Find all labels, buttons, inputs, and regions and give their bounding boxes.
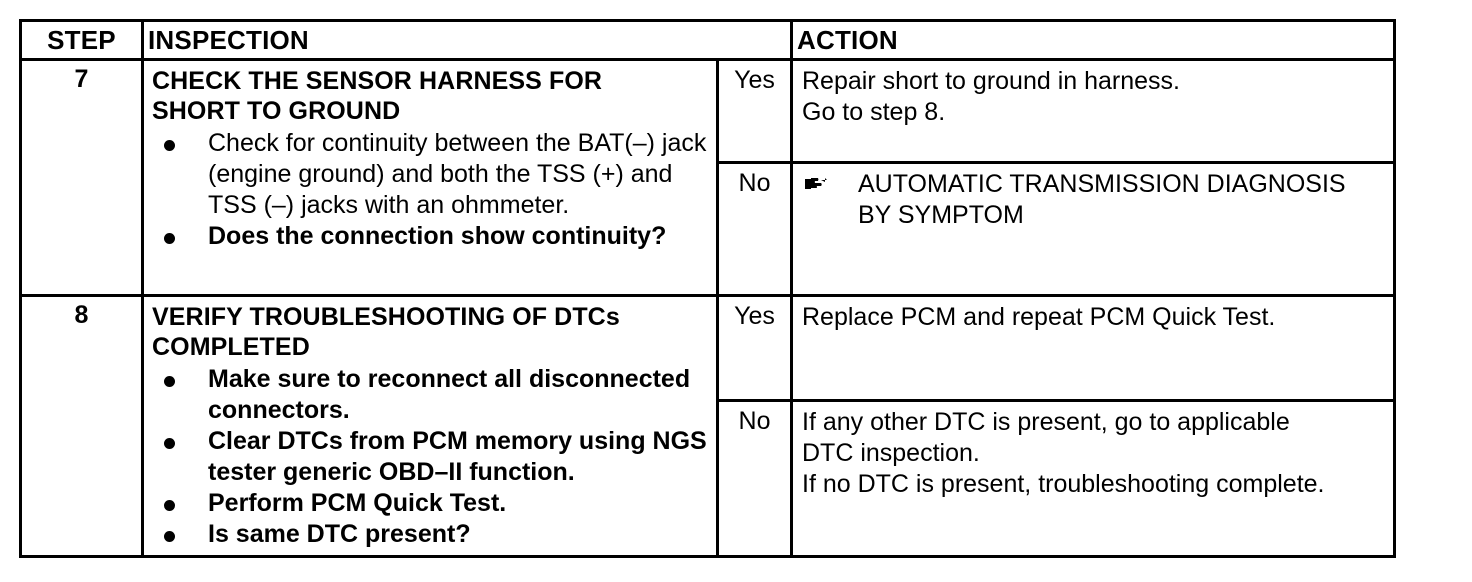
inspection-bullet-list: Make sure to reconnect all disconnected …	[152, 364, 710, 550]
column-divider-action	[790, 297, 793, 555]
branch-yes: Yes Repair short to ground in harness. G…	[719, 61, 1393, 161]
bullet-text: Make sure to reconnect all disconnected …	[208, 365, 691, 424]
step-number-cell: 8	[22, 297, 141, 555]
list-item: Check for continuity between the BAT(–) …	[152, 128, 710, 221]
action-cell: Replace PCM and repeat PCM Quick Test.	[793, 297, 1393, 399]
column-divider-step	[141, 61, 144, 294]
bullet-icon	[164, 438, 175, 449]
pointing-hand-icon	[804, 174, 830, 194]
action-text: If any other DTC is present, go to appli…	[802, 408, 1325, 498]
troubleshooting-table: STEP INSPECTION ACTION 7 CHECK THE SENSO…	[19, 19, 1396, 558]
bullet-icon	[164, 500, 175, 511]
inspection-cell: CHECK THE SENSOR HARNESS FOR SHORT TO GR…	[144, 61, 716, 294]
column-divider-yesno	[716, 61, 719, 294]
branch-yes: Yes Replace PCM and repeat PCM Quick Tes…	[719, 297, 1393, 399]
list-item: Does the connection show continuity?	[152, 221, 710, 252]
action-text: Repair short to ground in harness. Go to…	[802, 67, 1180, 126]
table-row: 7 CHECK THE SENSOR HARNESS FOR SHORT TO …	[22, 61, 1393, 297]
column-divider-action	[790, 61, 793, 294]
bullet-text: Is same DTC present?	[208, 520, 471, 548]
action-text: AUTOMATIC TRANSMISSION DIAGNOSIS BY SYMP…	[858, 170, 1346, 229]
table-row: 8 VERIFY TROUBLESHOOTING OF DTCs COMPLET…	[22, 297, 1393, 555]
action-text: Replace PCM and repeat PCM Quick Test.	[802, 303, 1276, 331]
header-action: ACTION	[797, 24, 898, 55]
step-number: 7	[74, 65, 89, 93]
header-inspection: INSPECTION	[148, 24, 309, 55]
column-divider-yesno	[716, 297, 719, 555]
inspection-title: CHECK THE SENSOR HARNESS FOR SHORT TO GR…	[152, 67, 603, 125]
branch-no: No AUTOMATIC TRANSMISSION DIAGNOSIS BY S…	[719, 161, 1393, 294]
list-item: Clear DTCs from PCM memory using NGS tes…	[152, 426, 710, 488]
bullet-icon	[164, 531, 175, 542]
list-item: Perform PCM Quick Test.	[152, 488, 710, 519]
action-reference: AUTOMATIC TRANSMISSION DIAGNOSIS BY SYMP…	[802, 169, 1385, 231]
table-header-row: STEP INSPECTION ACTION	[22, 22, 1393, 61]
column-divider-step	[141, 297, 144, 555]
list-item: Is same DTC present?	[152, 519, 710, 550]
inspection-title: VERIFY TROUBLESHOOTING OF DTCs COMPLETED	[152, 303, 620, 361]
bullet-text: Does the connection show continuity?	[208, 222, 667, 250]
inspection-cell: VERIFY TROUBLESHOOTING OF DTCs COMPLETED…	[144, 297, 716, 555]
inspection-bullet-list: Check for continuity between the BAT(–) …	[152, 128, 710, 252]
action-cell: AUTOMATIC TRANSMISSION DIAGNOSIS BY SYMP…	[793, 164, 1393, 294]
action-cell: Repair short to ground in harness. Go to…	[793, 61, 1393, 161]
bullet-icon	[164, 376, 175, 387]
action-cell: If any other DTC is present, go to appli…	[793, 402, 1393, 555]
bullet-text: Check for continuity between the BAT(–) …	[208, 129, 707, 219]
bullet-icon	[164, 233, 175, 244]
branch-label-no: No	[738, 407, 771, 435]
branch-label-yes: Yes	[734, 302, 775, 330]
bullet-icon	[164, 140, 175, 151]
header-step: STEP	[47, 24, 116, 55]
branch-no: No If any other DTC is present, go to ap…	[719, 399, 1393, 555]
bullet-text: Perform PCM Quick Test.	[208, 489, 507, 517]
branch-label-no: No	[738, 169, 771, 197]
column-divider-step	[141, 22, 144, 58]
branch-label-yes: Yes	[734, 66, 775, 94]
step-number: 8	[74, 301, 89, 329]
list-item: Make sure to reconnect all disconnected …	[152, 364, 710, 426]
bullet-text: Clear DTCs from PCM memory using NGS tes…	[208, 427, 707, 486]
column-divider-action	[790, 22, 793, 58]
step-number-cell: 7	[22, 61, 141, 294]
